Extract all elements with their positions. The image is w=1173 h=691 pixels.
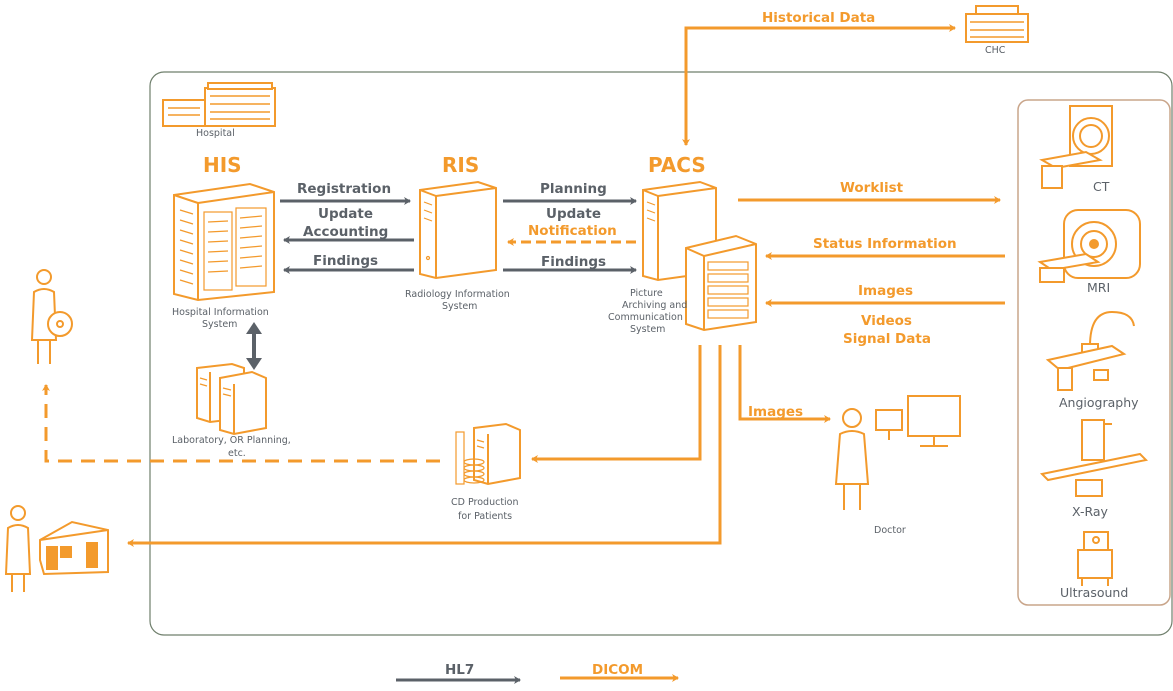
- hospital-frame: [149, 71, 1173, 636]
- patient-home-arrow: [127, 345, 722, 547]
- ris-server-icon: [419, 180, 497, 280]
- historical-data-label: Historical Data: [762, 10, 875, 26]
- mri-scanner-icon: [1037, 209, 1141, 283]
- findings-his-label: Findings: [313, 253, 378, 269]
- his-title: HIS: [203, 153, 242, 177]
- his-lab-double-arrow: [246, 322, 262, 370]
- cd-caption-2: for Patients: [458, 511, 512, 522]
- cd-production-arrow: [531, 345, 702, 463]
- ris-title: RIS: [442, 153, 479, 177]
- pacs-caption-1: Picture: [630, 288, 663, 299]
- ultrasound-icon: [1077, 531, 1113, 586]
- update-notification-label-1: Update: [546, 206, 601, 222]
- legend-hl7-label: HL7: [445, 662, 474, 678]
- legend: HL7 DICOM: [396, 662, 679, 684]
- x-ray-icon: [1039, 419, 1149, 497]
- chc-label: CHC: [985, 45, 1006, 56]
- signal-data-label: Signal Data: [843, 331, 931, 347]
- his-caption-1: Hospital Information: [172, 307, 269, 318]
- findings-ris-label: Findings: [541, 254, 606, 270]
- lab-caption-1: Laboratory, OR Planning,: [172, 435, 291, 446]
- ris-caption-2: System: [442, 301, 477, 312]
- ct-scanner-icon: [1039, 105, 1113, 189]
- modality-x-ray-label: X-Ray: [1072, 504, 1109, 519]
- patient-with-cd-icon: [30, 269, 73, 364]
- cd-caption-1: CD Production: [451, 497, 519, 508]
- lab-caption-2: etc.: [228, 448, 246, 459]
- update-accounting-label-1: Update: [318, 206, 373, 222]
- cd-to-patient-dashed-arrow: [42, 384, 440, 463]
- doctor-icon: [834, 408, 870, 510]
- images-to-doctor-arrow: [738, 345, 831, 423]
- update-notification-label-2: Notification: [528, 223, 617, 239]
- doctor-label: Doctor: [874, 525, 906, 536]
- modality-ultrasound-label: Ultrasound: [1060, 585, 1128, 600]
- hospital-label: Hospital: [196, 128, 235, 139]
- modality-mri-label: MRI: [1087, 280, 1110, 295]
- modality-panel: [1017, 99, 1171, 606]
- modality-angiography-label: Angiography: [1059, 395, 1139, 410]
- ris-caption-1: Radiology Information: [405, 289, 510, 300]
- images-in-label: Images: [858, 283, 913, 299]
- update-accounting-label-2: Accounting: [303, 224, 388, 240]
- modality-ct-label: CT: [1093, 179, 1110, 194]
- worklist-label: Worklist: [840, 180, 904, 196]
- pacs-caption-2: Archiving and: [622, 300, 687, 311]
- legend-dicom-label: DICOM: [592, 662, 643, 678]
- monitor-icon: [875, 395, 961, 447]
- videos-label: Videos: [861, 313, 912, 329]
- pacs-caption-3: Communication: [608, 312, 683, 323]
- his-caption-2: System: [202, 319, 237, 330]
- historical-data-arrow-to-chc: [684, 24, 956, 145]
- status-information-label: Status Information: [813, 236, 957, 252]
- planning-label: Planning: [540, 181, 607, 197]
- lab-servers-icon: [196, 362, 267, 436]
- patient-home-icon: [4, 505, 109, 592]
- pacs-title: PACS: [648, 153, 706, 177]
- registration-label: Registration: [297, 181, 391, 197]
- hospital-building-icon: [162, 82, 276, 127]
- images-doctor-label: Images: [748, 404, 803, 420]
- pacs-caption-4: System: [630, 324, 665, 335]
- cd-production-icon: [455, 422, 521, 486]
- his-server-icon: [173, 182, 275, 302]
- angiography-icon: [1045, 310, 1135, 391]
- chc-building-icon: [965, 5, 1029, 43]
- pacs-archive-icon: [685, 234, 757, 332]
